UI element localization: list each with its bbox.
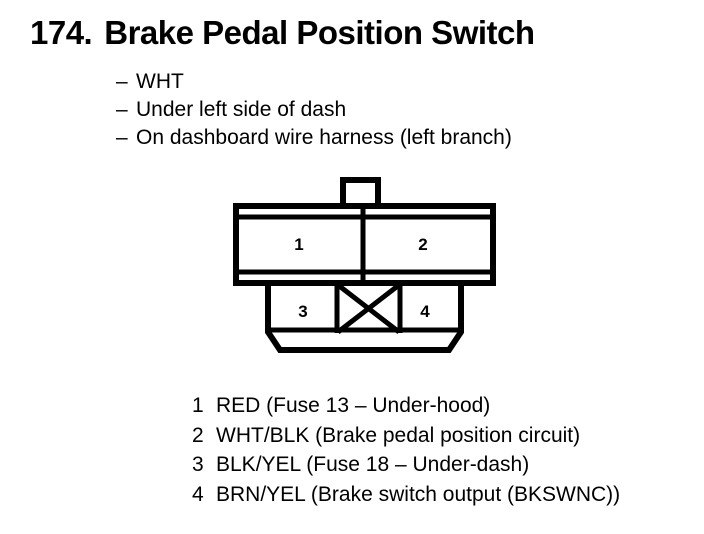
pin-legend-number: 2 [192,423,204,447]
pin-legend-row: 3 BLK/YEL (Fuse 18 – Under-dash) [192,450,620,480]
spec-list-item: –WHT [116,68,512,96]
pin-legend-row: 2 WHT/BLK (Brake pedal position circuit) [192,421,620,451]
spec-list: –WHT –Under left side of dash –On dashbo… [116,68,512,152]
cavity-number-1: 1 [294,235,303,254]
dash-bullet-icon: – [116,98,128,121]
pin-legend-number: 4 [192,482,204,506]
connector-lower-body [265,283,464,353]
pin-legend-label: BRN/YEL (Brake switch output (BKSWNC)) [216,482,621,506]
pin-legend-number: 3 [192,453,204,476]
spec-list-item: –Under left side of dash [116,96,512,124]
dash-bullet-icon: – [116,70,128,93]
pin-legend-label: BLK/YEL (Fuse 18 – Under-dash) [216,453,530,476]
cavity-number-3: 3 [298,302,307,321]
pin-legend-label: WHT/BLK (Brake pedal position circuit) [216,423,581,447]
pin-legend-number: 1 [192,394,204,417]
page-title: 174. Brake Pedal Position Switch [30,14,535,51]
pin-legend-label: RED (Fuse 13 – Under-hood) [216,394,491,417]
blank-cavity-x-icon [336,283,401,334]
spec-list-item-label: On dashboard wire harness (left branch) [136,126,512,149]
pin-legend-row: 4 BRN/YEL (Brake switch output (BKSWNC)) [192,480,620,510]
connector-pinout-diagram: 1 2 3 4 [233,177,496,353]
pin-legend: 1 RED (Fuse 13 – Under-hood) 2 WHT/BLK (Br… [192,391,620,509]
connector-locking-tab [340,177,381,208]
spec-list-item-label: Under left side of dash [136,98,347,121]
pin-legend-row: 1 RED (Fuse 13 – Under-hood) [192,391,620,421]
spec-list-item: –On dashboard wire harness (left branch) [116,124,512,152]
cavity-number-4: 4 [420,302,430,321]
cavity-number-2: 2 [418,235,427,254]
page-title-name: Brake Pedal Position Switch [104,14,535,51]
page-title-number: 174. [30,14,93,51]
spec-list-item-label: WHT [136,70,184,93]
connector-upper-body [233,203,496,286]
dash-bullet-icon: – [116,126,128,149]
